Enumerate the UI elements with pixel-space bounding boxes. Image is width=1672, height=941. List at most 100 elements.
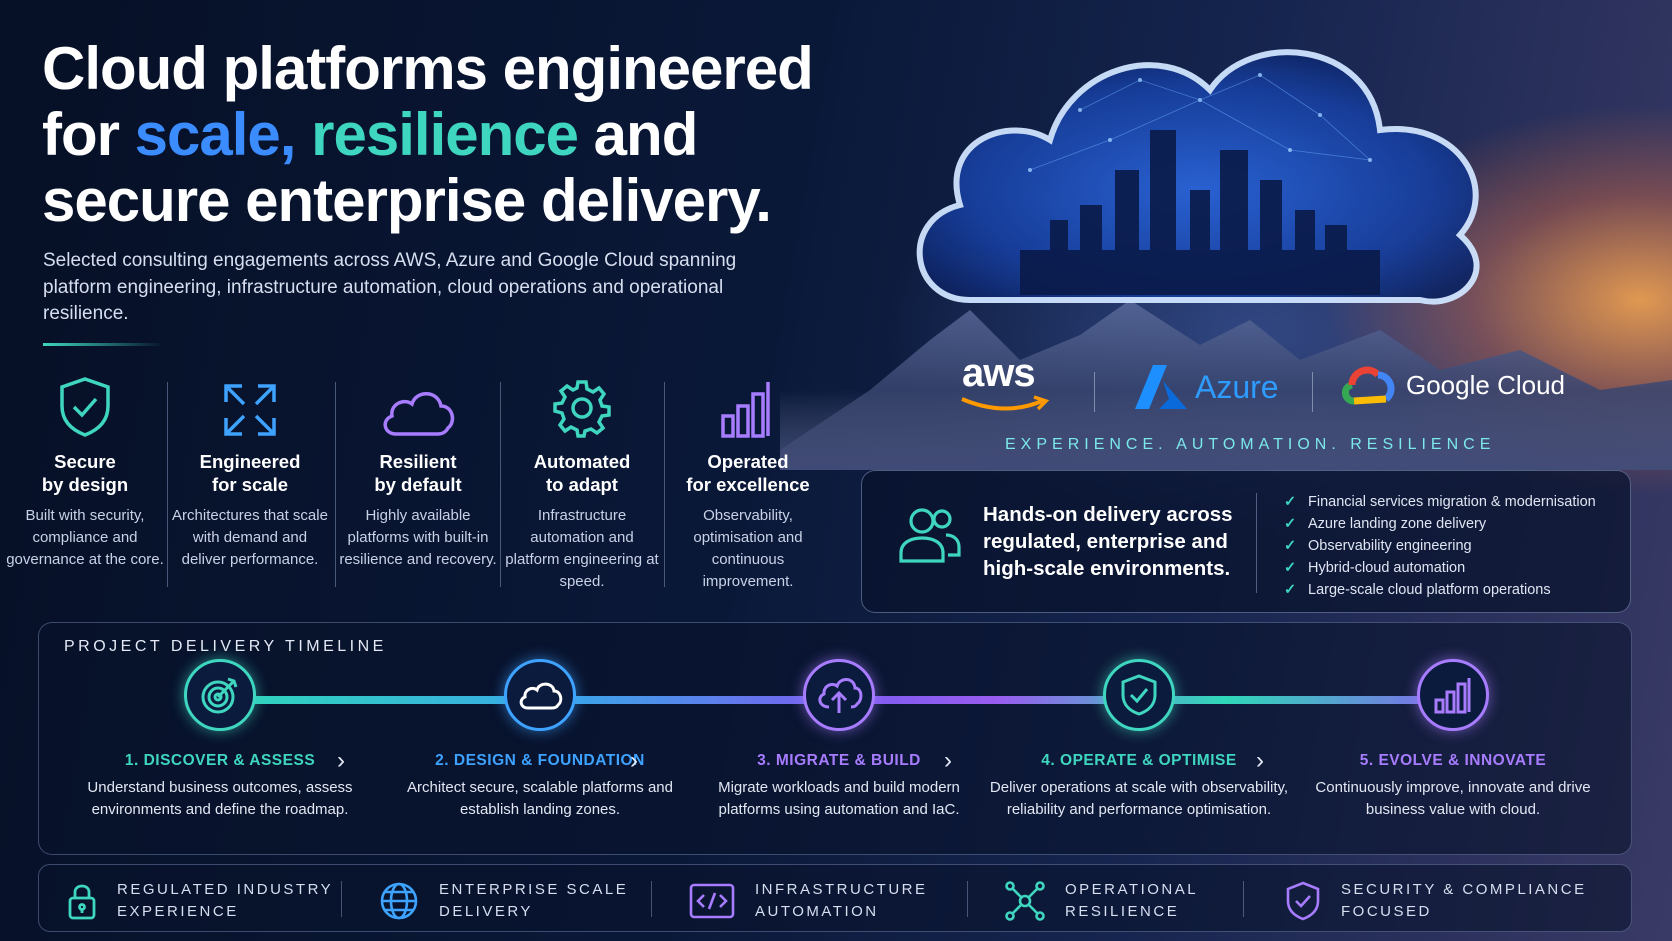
check-icon: ✓ — [1284, 516, 1297, 532]
title-word-and: and — [578, 101, 699, 168]
azure-logo-text: Azure — [1195, 368, 1279, 405]
feature-desc: Architectures that scale with demand and… — [172, 507, 328, 568]
timeline-step-5: 5. EVOLVE & INNOVATE Continuously improv… — [1303, 659, 1603, 820]
feature-title: Engineered — [199, 451, 301, 472]
capability-label: ENTERPRISE SCALE — [439, 881, 629, 898]
step-desc: Deliver operations at scale with observa… — [989, 779, 1289, 818]
step-node — [1417, 659, 1489, 731]
chevron-right-icon: › — [630, 747, 638, 774]
chevron-right-icon: › — [1256, 747, 1264, 774]
divider — [335, 382, 336, 587]
feature-desc: Built with security, compliance and gove… — [6, 507, 164, 568]
team-users-icon — [899, 508, 961, 563]
capability-label: INFRASTRUCTURE — [755, 881, 928, 898]
timeline-step-1: 1. DISCOVER & ASSESS Understand business… — [70, 659, 370, 820]
step-node — [504, 659, 576, 731]
step-node — [184, 659, 256, 731]
cloud-provider-logos: aws Azure Google Cloud — [950, 351, 1590, 425]
feature-desc: Observability, optimisation and continuo… — [693, 507, 803, 590]
capability-label: FOCUSED — [1341, 902, 1432, 920]
mountain-range-image — [780, 300, 1672, 470]
feature-title: to adapt — [546, 474, 618, 495]
capability-label: DELIVERY — [439, 902, 533, 920]
divider — [967, 881, 968, 917]
shield-check-icon — [1286, 881, 1320, 920]
google-cloud-icon — [1342, 366, 1395, 405]
capability-label: OPERATIONAL — [1065, 881, 1199, 898]
step-desc: Migrate workloads and build modern platf… — [718, 779, 960, 818]
experience-list: ✓Financial services migration & modernis… — [1284, 491, 1596, 601]
step-title: 1. DISCOVER & ASSESS — [124, 752, 316, 769]
divider — [341, 881, 342, 917]
aws-logo-text: aws — [962, 351, 1036, 395]
divider — [651, 881, 652, 917]
divider — [1256, 493, 1257, 593]
list-item-label: Azure landing zone delivery — [1308, 516, 1487, 532]
target-icon — [201, 677, 238, 714]
step-title: 3. MIGRATE & BUILD — [757, 752, 921, 769]
divider — [664, 382, 665, 587]
bar-chart-icon — [721, 382, 770, 438]
feature-desc: Highly available platforms with built-in… — [339, 507, 497, 568]
hands-on-title: Hands-on delivery across regulated, ente… — [983, 503, 1233, 580]
capability-label: AUTOMATION — [755, 902, 879, 920]
feature-title: by default — [374, 474, 462, 495]
network-icon — [1005, 880, 1045, 921]
divider — [500, 382, 501, 587]
aws-logo: aws — [961, 351, 1050, 411]
list-item: ✓Financial services migration & modernis… — [1284, 491, 1596, 513]
capabilities-strip: REGULATED INDUSTRY EXPERIENCE ENTERPRISE … — [38, 864, 1632, 932]
list-item: ✓ Observability engineering — [1284, 535, 1596, 557]
capability-label: EXPERIENCE — [117, 902, 239, 920]
step-desc: Architect secure, scalable platforms and… — [407, 779, 673, 818]
shield-check-icon — [60, 377, 110, 437]
list-item: ✓Large-scale cloud platform operations — [1284, 579, 1596, 601]
step-desc: Continuously improve, innovate and drive… — [1315, 779, 1591, 818]
title-word-resilience: resilience — [311, 101, 579, 168]
check-icon: ✓ — [1284, 582, 1297, 598]
title-line-3: secure enterprise delivery. — [42, 167, 772, 234]
chevron-right-icon: › — [944, 747, 952, 774]
timeline-step-3: 3. MIGRATE & BUILD Migrate workloads and… — [689, 659, 989, 820]
divider — [1094, 372, 1095, 412]
subtitle: Selected consulting engagements across A… — [43, 250, 737, 324]
check-icon: ✓ — [1284, 538, 1297, 554]
step-node — [803, 659, 875, 731]
capability-regulated: REGULATED INDUSTRY EXPERIENCE — [67, 879, 333, 922]
chevron-right-icon: › — [337, 747, 345, 774]
feature-title: Automated — [533, 451, 631, 472]
feature-title: Secure — [54, 451, 116, 472]
feature-title: Resilient — [379, 451, 457, 472]
list-item-label: Hybrid-cloud automation — [1308, 560, 1466, 576]
title-line-1: Cloud platforms engineered — [42, 35, 814, 102]
divider — [1312, 372, 1313, 412]
list-item-label: Observability engineering — [1308, 538, 1472, 554]
tagline: EXPERIENCE. AUTOMATION. RESILIENCE — [1005, 436, 1496, 453]
feature-title: for scale — [211, 474, 289, 495]
accent-divider — [43, 343, 163, 346]
title-word-scale: scale, — [134, 101, 297, 168]
step-title: 2. DESIGN & FOUNDATION — [435, 752, 645, 769]
timeline-title: PROJECT DELIVERY TIMELINE — [64, 638, 387, 655]
shield-check-icon — [1121, 674, 1157, 716]
title-line-2: for scale, resilience and — [42, 102, 842, 168]
feature-title: for excellence — [686, 474, 810, 495]
google-cloud-logo-text: Google Cloud — [1406, 369, 1565, 400]
title-word-for: for — [42, 101, 135, 168]
azure-icon — [1135, 365, 1187, 409]
check-icon: ✓ — [1284, 494, 1297, 510]
cloud-icon — [519, 682, 563, 710]
step-title: 5. EVOLVE & INNOVATE — [1359, 752, 1547, 769]
feature-title: Operated — [707, 451, 789, 472]
bar-chart-icon — [1434, 678, 1471, 714]
feature-desc: Infrastructure automation and platform e… — [505, 507, 659, 590]
azure-logo: Azure — [1133, 363, 1279, 411]
capability-label: REGULATED INDUSTRY — [117, 881, 334, 898]
cloud-city-illustration — [916, 49, 1480, 305]
step-desc: Understand business outcomes, assess env… — [87, 779, 353, 818]
